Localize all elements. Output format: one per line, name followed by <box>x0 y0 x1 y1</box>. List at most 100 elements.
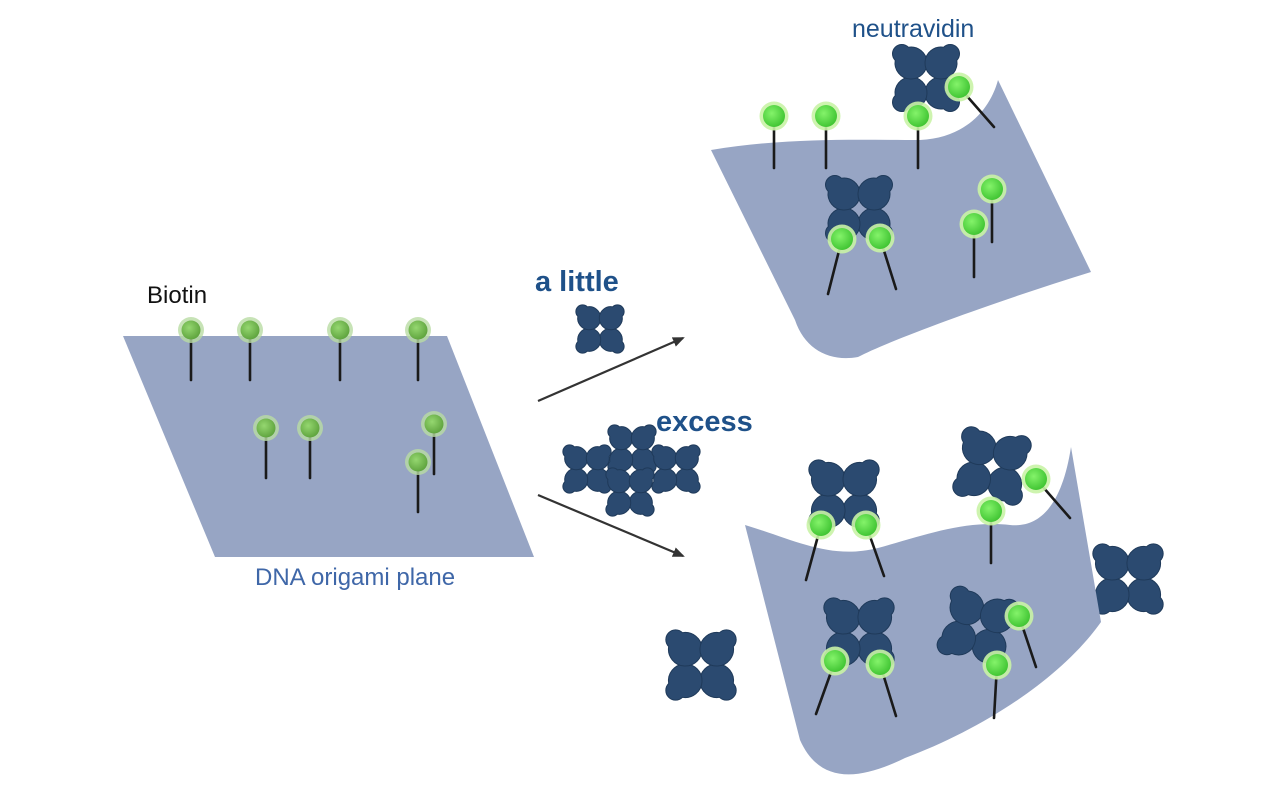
biotin-ball <box>1025 468 1047 490</box>
biotin-ball <box>408 452 428 472</box>
neutravidin-subunit <box>842 459 880 497</box>
biotin <box>814 646 850 716</box>
neutravidin-subunit <box>823 597 861 635</box>
neutravidin-subunit <box>605 467 632 494</box>
neutravidin-subunit <box>857 174 894 211</box>
biotin <box>327 317 353 382</box>
neutravidin-subunit <box>1092 543 1130 581</box>
biotin-ball <box>855 514 877 536</box>
biotin-ball <box>810 514 832 536</box>
neutravidin-subunit <box>699 629 737 667</box>
neutravidin-subunit <box>1126 543 1164 581</box>
biotin <box>1021 464 1072 520</box>
biotin-ball <box>815 105 837 127</box>
neutravidin-subunit <box>585 444 612 471</box>
biotin <box>178 317 204 382</box>
biotin-ball <box>948 76 970 98</box>
biotin-ball <box>424 414 444 434</box>
biotin-ball <box>981 178 1003 200</box>
neutravidin-subunit <box>824 174 861 211</box>
biotin <box>851 510 886 578</box>
neutravidin-tetramer <box>605 467 655 517</box>
neutravidin-label: neutravidin <box>852 15 975 43</box>
arrow-to-excess <box>537 493 685 558</box>
free-neutravidin-group <box>562 304 1164 701</box>
biotin-ball <box>986 654 1008 676</box>
arrow-to-little <box>537 336 685 403</box>
excess-label: excess <box>656 406 753 438</box>
origami-plane-flat <box>123 336 534 557</box>
biotin <box>297 415 323 480</box>
neutravidin-tetramer <box>1092 543 1164 615</box>
neutravidin-subunit <box>891 43 928 80</box>
biotin-ball <box>831 228 853 250</box>
biotin <box>903 101 933 170</box>
neutravidin-tetramer <box>607 424 657 474</box>
neutravidin-subunit <box>630 424 657 451</box>
neutravidin-tetramer <box>665 629 737 701</box>
neutravidin-subunit <box>987 467 1023 506</box>
neutravidin-subunit <box>674 444 701 471</box>
neutravidin-tetramer <box>575 304 625 354</box>
biotin <box>1004 601 1038 669</box>
neutravidin-subunit <box>993 435 1032 471</box>
neutravidin-subunit <box>857 597 895 635</box>
biotin-ball <box>907 105 929 127</box>
neutravidin-subunit <box>936 620 977 656</box>
neutravidin-subunit <box>674 467 701 494</box>
biotin <box>759 101 789 170</box>
origami-plane-little <box>711 80 1091 359</box>
neutravidin-subunit <box>651 467 678 494</box>
biotin-ball <box>963 213 985 235</box>
a-little-label: a little <box>535 266 619 298</box>
biotin-label: Biotin <box>147 282 208 309</box>
biotin <box>804 510 836 582</box>
neutravidin-subunit <box>562 467 589 494</box>
biotin <box>421 411 447 476</box>
biotin <box>811 101 841 170</box>
neutravidin-subunit <box>699 663 737 701</box>
biotin <box>865 649 898 718</box>
biotin <box>237 317 263 382</box>
biotin <box>982 650 1012 720</box>
neutravidin-subunit <box>961 426 997 465</box>
excess-plane-biotins <box>804 426 1072 720</box>
biotin <box>405 449 431 514</box>
biotin-ball <box>181 320 201 340</box>
biotin-ball <box>408 320 428 340</box>
biotin <box>826 224 857 296</box>
neutravidin-subunit <box>651 444 678 471</box>
origami-plane-excess <box>745 447 1101 775</box>
biotin-ball <box>869 227 891 249</box>
biotin <box>959 209 989 279</box>
neutravidin-subunit <box>628 467 655 494</box>
biotin <box>977 174 1007 244</box>
neutravidin-subunit <box>562 444 589 471</box>
neutravidin-subunit <box>575 304 602 331</box>
biotin <box>865 223 898 291</box>
neutravidin-tetramer <box>562 444 612 494</box>
neutravidin-subunit <box>598 304 625 331</box>
neutravidin-subunit <box>628 490 655 517</box>
biotin-ball <box>330 320 350 340</box>
biotin-ball <box>240 320 260 340</box>
biotin-ball <box>869 653 891 675</box>
neutravidin-subunit <box>605 490 632 517</box>
neutravidin-subunit <box>630 447 657 474</box>
neutravidin-subunit <box>598 327 625 354</box>
neutravidin-subunit <box>808 459 846 497</box>
origami-plane-label: DNA origami plane <box>255 564 456 591</box>
flat-plane-biotins <box>178 317 447 514</box>
neutravidin-tetramer <box>952 426 1032 506</box>
neutravidin-tetramer <box>651 444 701 494</box>
neutravidin-subunit <box>575 327 602 354</box>
neutravidin-subunit <box>1126 577 1164 615</box>
biotin-ball <box>256 418 276 438</box>
neutravidin-subunit <box>952 461 991 497</box>
biotin <box>253 415 279 480</box>
biotin-ball <box>300 418 320 438</box>
neutravidin-subunit <box>665 663 703 701</box>
biotin <box>944 72 996 129</box>
biotin <box>405 317 431 382</box>
